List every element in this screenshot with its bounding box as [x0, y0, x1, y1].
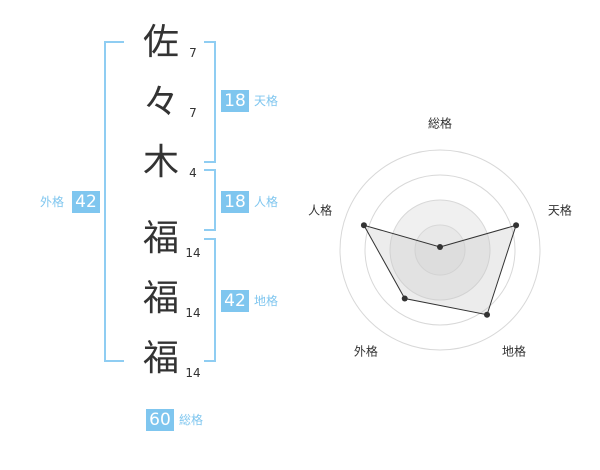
stroke-count-4: 14: [185, 246, 201, 260]
stroke-count-1: 7: [189, 46, 197, 60]
stroke-count-5: 14: [185, 306, 201, 320]
jinkaku-label: 人格: [254, 195, 279, 209]
gaikaku-label: 外格: [40, 195, 65, 209]
stroke-count-6: 14: [185, 366, 201, 380]
soukaku-label: 総格: [179, 413, 204, 427]
jinkaku-bracket: [204, 169, 216, 231]
name-char-5: 福: [142, 278, 179, 319]
gaikaku-bracket: [104, 41, 124, 362]
tenkaku-value-box: 18: [221, 90, 249, 112]
gaikaku-value-box: 42: [72, 191, 100, 213]
radar-axis-label-4: 外格: [354, 343, 378, 358]
radar-axis-label-3: 地格: [502, 343, 526, 358]
radar-point-5: [360, 222, 367, 229]
radar-point-4: [401, 295, 408, 302]
chikaku-label: 地格: [254, 294, 279, 308]
radar-axis-label-5: 人格: [308, 203, 332, 218]
radar-point-1: [437, 244, 443, 250]
tenkaku-bracket: [204, 41, 216, 163]
radar-point-2: [513, 222, 520, 229]
radar-axis-label-1: 総格: [428, 116, 452, 131]
tenkaku-label: 天格: [254, 94, 279, 108]
name-char-3: 木: [142, 142, 179, 183]
name-char-6: 福: [142, 338, 179, 379]
name-char-1: 佐: [142, 22, 179, 63]
stroke-count-3: 4: [189, 166, 197, 180]
radar-axis-label-2: 天格: [548, 203, 572, 218]
chikaku-value-box: 42: [221, 290, 249, 312]
chikaku-bracket: [204, 238, 216, 362]
radar-point-3: [484, 311, 491, 318]
radar-data-polygon: [362, 224, 517, 316]
stroke-count-2: 7: [189, 106, 197, 120]
jinkaku-value-box: 18: [221, 191, 249, 213]
name-char-4: 福: [142, 218, 179, 259]
name-char-2: 々: [142, 82, 179, 123]
soukaku-value-box: 60: [146, 409, 174, 431]
